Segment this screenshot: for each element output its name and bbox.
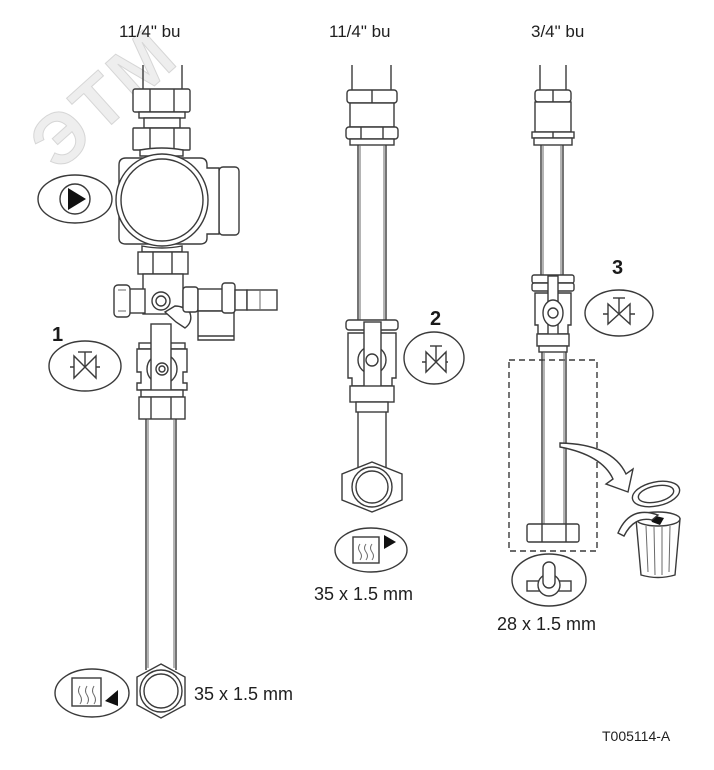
dimension-right: 28 x 1.5 mm xyxy=(497,614,597,634)
trash-bin-icon xyxy=(617,480,681,579)
union-nut xyxy=(132,127,191,151)
thread-label-right: 3/4" bu xyxy=(531,22,585,41)
ball-valve-1 xyxy=(136,323,188,420)
valve-icon xyxy=(403,331,465,385)
safety-valve xyxy=(182,282,278,341)
thread-label-middle: 11/4" bu xyxy=(329,22,391,41)
removal-area xyxy=(508,359,598,552)
tap-icon xyxy=(511,553,587,607)
valve-number-3: 3 xyxy=(612,257,624,279)
dimension-left: 35 x 1.5 mm xyxy=(194,684,294,704)
valve-icon xyxy=(48,340,122,392)
heat-flow-icon xyxy=(334,527,408,573)
dimension-middle: 35 x 1.5 mm xyxy=(314,584,414,604)
reference-code: T005114-A xyxy=(602,728,671,744)
circulation-pump xyxy=(115,147,240,253)
discard-arrow xyxy=(559,442,635,493)
drain-fitting xyxy=(113,284,146,318)
heat-return-icon xyxy=(54,668,130,718)
pump-icon xyxy=(37,174,113,224)
valve-number-2: 2 xyxy=(430,308,442,330)
middle-assembly xyxy=(341,65,403,513)
left-assembly xyxy=(113,65,278,719)
valve-number-1: 1 xyxy=(52,324,64,346)
removable-pipe-nut xyxy=(526,523,580,543)
right-assembly xyxy=(508,65,635,552)
thread-label-left: 11/4" bu xyxy=(119,22,181,41)
top-nut xyxy=(132,88,191,113)
return-hex-nut xyxy=(136,663,186,719)
ball-valve-2 xyxy=(345,319,399,413)
ball-valve-3 xyxy=(531,274,575,353)
return-pipe xyxy=(145,419,177,670)
valve-icon xyxy=(584,289,654,337)
flow-hex-nut xyxy=(341,461,403,513)
lower-union-nut xyxy=(137,251,189,275)
